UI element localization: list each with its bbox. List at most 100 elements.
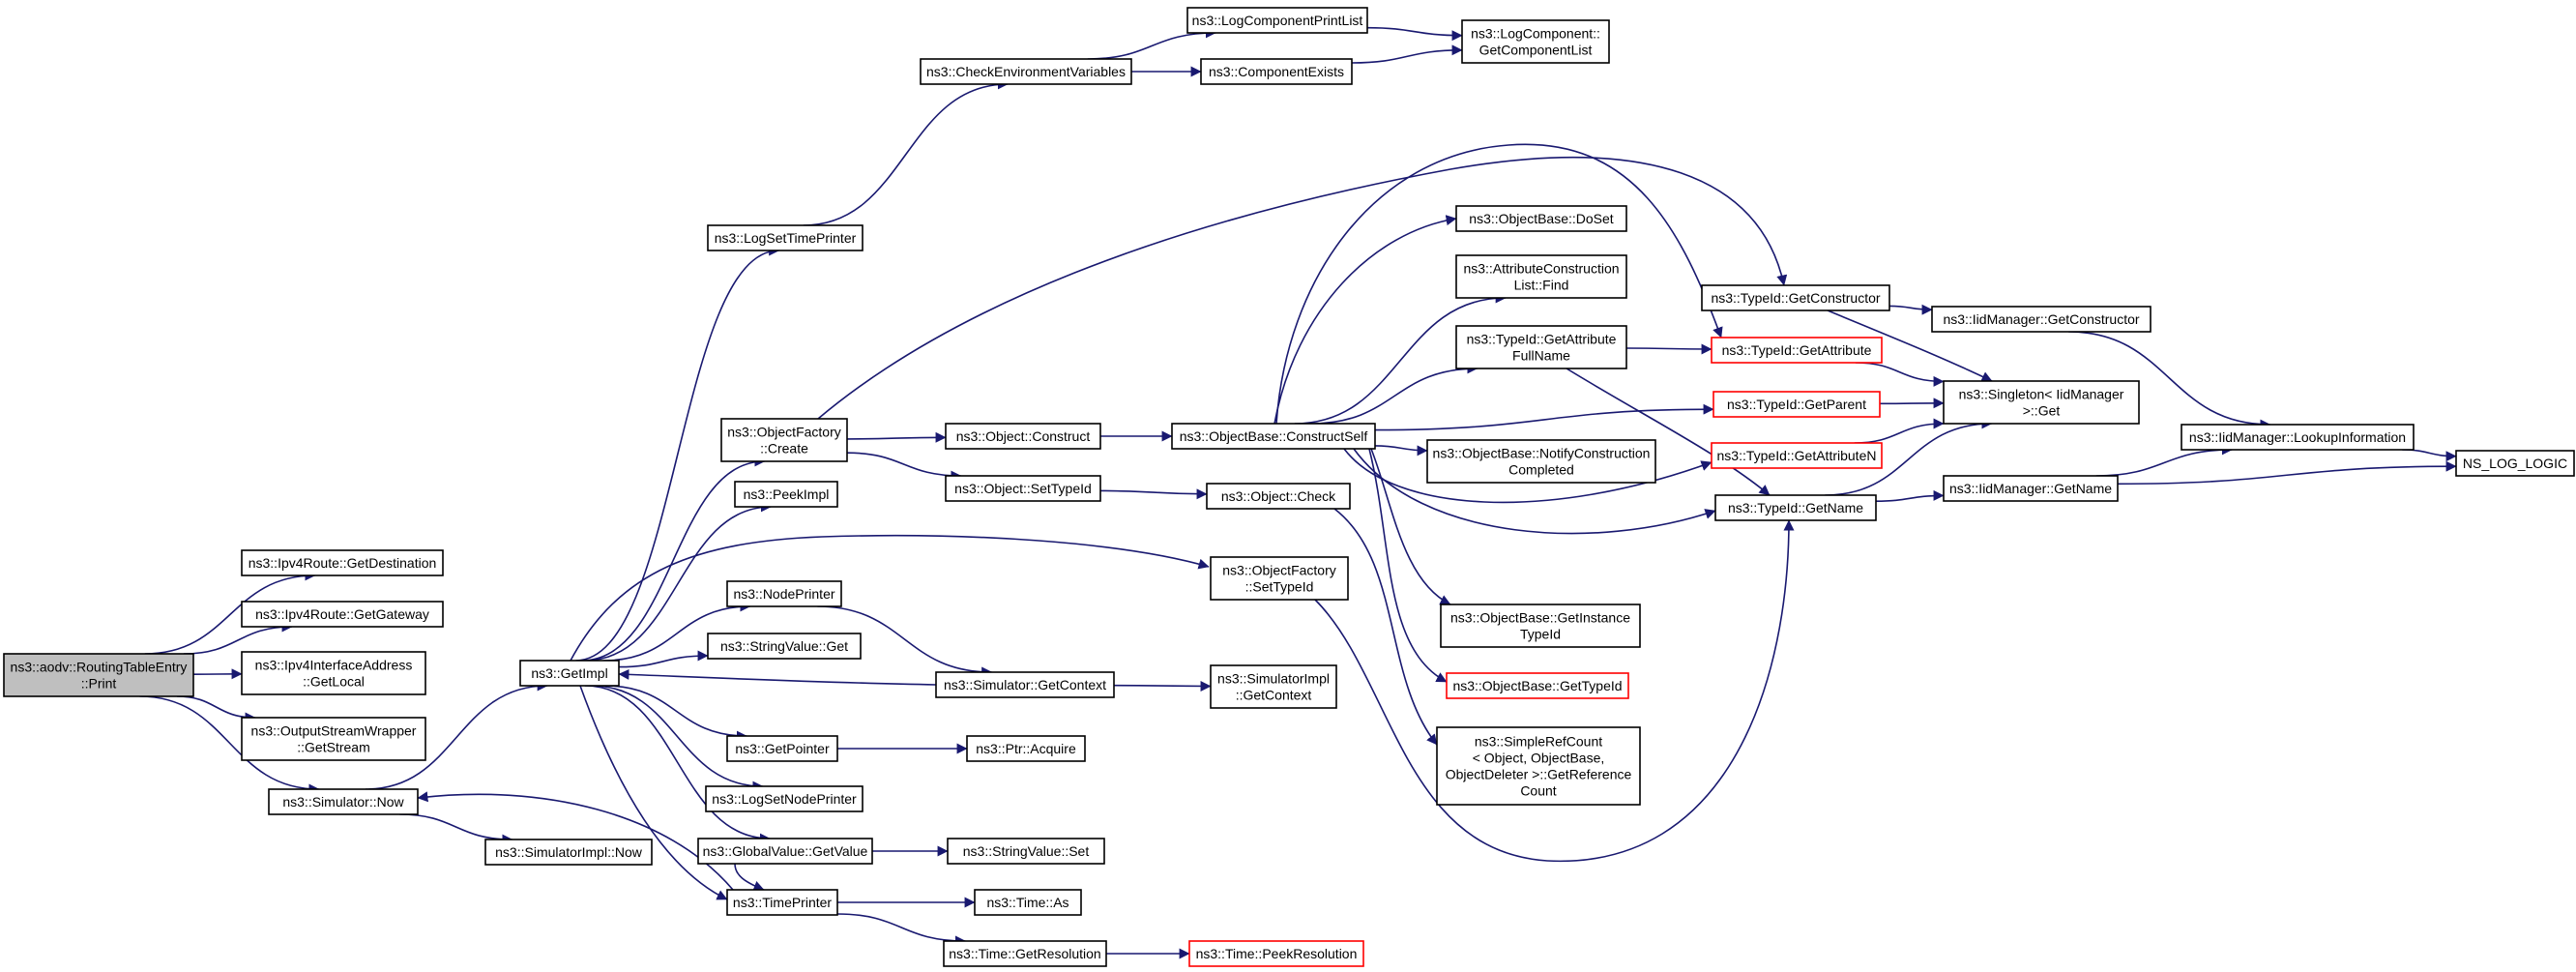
node-getLocal[interactable]: ns3::Ipv4InterfaceAddress::GetLocal xyxy=(241,651,426,695)
edge-root-to-getDestination xyxy=(144,570,316,655)
edge-getImpl-to-nodePrinter xyxy=(603,601,751,662)
node-checkEnv[interactable]: ns3::CheckEnvironmentVariables xyxy=(920,58,1132,85)
node-stringValueSet[interactable]: ns3::StringValue::Set xyxy=(947,838,1105,865)
node-typeIdGetName[interactable]: ns3::TypeId::GetName xyxy=(1714,494,1877,521)
node-typeIdGetConstructor[interactable]: ns3::TypeId::GetConstructor xyxy=(1701,284,1890,311)
node-box xyxy=(1931,306,2152,333)
node-objectSetTypeId[interactable]: ns3::Object::SetTypeId xyxy=(945,475,1101,502)
edge-typeIdGetAttrFullName-to-typeIdGetAttribute xyxy=(1625,343,1712,355)
node-label: ns3::SimulatorImpl::Now xyxy=(495,844,643,860)
node-box xyxy=(241,549,444,576)
node-label: Completed xyxy=(1508,462,1574,478)
node-label: ns3::TypeId::GetName xyxy=(1728,500,1863,515)
edge-globalValueGetValue-to-timePrinter xyxy=(734,863,765,892)
node-label: ::Print xyxy=(81,676,117,692)
node-objBaseDoSet[interactable]: ns3::ObjectBase::DoSet xyxy=(1455,205,1627,232)
node-box xyxy=(966,735,1086,762)
node-label: ns3::TypeId::GetAttribute xyxy=(1722,342,1872,358)
node-label: GetComponentList xyxy=(1479,43,1593,58)
node-objFactorySetTypeId[interactable]: ns3::ObjectFactory::SetTypeId xyxy=(1210,556,1349,601)
node-typeIdGetParent[interactable]: ns3::TypeId::GetParent xyxy=(1712,391,1881,418)
edge-getImpl-to-globalValueGetValue xyxy=(584,685,771,844)
node-box xyxy=(720,418,848,462)
node-timeGetResolution[interactable]: ns3::Time::GetResolution xyxy=(943,940,1107,967)
node-timePrinter[interactable]: ns3::TimePrinter xyxy=(726,889,838,916)
node-box xyxy=(484,839,653,866)
node-timePeekResolution[interactable]: ns3::Time::PeekResolution xyxy=(1188,940,1364,967)
node-label: ns3::StringValue::Set xyxy=(963,843,1090,859)
node-objBaseConstructSelf[interactable]: ns3::ObjectBase::ConstructSelf xyxy=(1171,423,1376,450)
node-box xyxy=(1461,19,1610,64)
node-getPointer[interactable]: ns3::GetPointer xyxy=(726,735,838,762)
node-typeIdGetAttributeN[interactable]: ns3::TypeId::GetAttributeN xyxy=(1711,442,1883,469)
node-nodePrinter[interactable]: ns3::NodePrinter xyxy=(726,580,842,607)
node-box xyxy=(1210,664,1337,709)
edge-checkEnv-to-logCompPrintList xyxy=(1087,27,1216,60)
node-box xyxy=(1712,391,1881,418)
node-box xyxy=(1171,423,1376,450)
node-label: ns3::LogComponentPrintList xyxy=(1192,13,1363,28)
node-getGateway[interactable]: ns3::Ipv4Route::GetGateway xyxy=(241,601,444,628)
node-objectConstruct[interactable]: ns3::Object::Construct xyxy=(945,423,1101,450)
node-logCompPrintList[interactable]: ns3::LogComponentPrintList xyxy=(1186,7,1368,34)
node-logCompGetList[interactable]: ns3::LogComponent::GetComponentList xyxy=(1461,19,1610,64)
node-label: ns3::Object::Check xyxy=(1221,488,1336,504)
node-peekImpl[interactable]: ns3::PeekImpl xyxy=(734,481,838,508)
node-singletonGet[interactable]: ns3::Singleton< IidManager>::Get xyxy=(1943,380,2140,425)
node-box xyxy=(697,838,873,865)
node-objBaseNotifyConstr[interactable]: ns3::ObjectBase::NotifyConstructionCompl… xyxy=(1426,439,1656,484)
node-iidMgrLookupInfo[interactable]: ns3::IidManager::LookupInformation xyxy=(2181,424,2415,451)
node-stringValueGet[interactable]: ns3::StringValue::Get xyxy=(707,633,862,660)
node-box xyxy=(241,717,426,761)
node-globalValueGetValue[interactable]: ns3::GlobalValue::GetValue xyxy=(697,838,873,865)
node-getImpl[interactable]: ns3::GetImpl xyxy=(519,660,620,687)
node-typeIdGetAttribute[interactable]: ns3::TypeId::GetAttribute xyxy=(1711,337,1883,364)
edge-logCompPrintList-to-logCompGetList xyxy=(1366,26,1463,42)
node-timeAs[interactable]: ns3::Time::As xyxy=(974,889,1082,916)
node-label: ns3::CheckEnvironmentVariables xyxy=(926,64,1126,79)
node-box xyxy=(1446,672,1629,699)
edge-typeIdGetConstructor-to-iidMgrGetConstructor xyxy=(1888,304,1933,315)
node-simpleRefCount[interactable]: ns3::SimpleRefCount< Object, ObjectBase,… xyxy=(1436,726,1641,806)
edge-simNow-to-simImplNow xyxy=(399,813,513,845)
node-componentExists[interactable]: ns3::ComponentExists xyxy=(1200,58,1353,85)
node-box xyxy=(241,651,426,695)
node-logSetNodePrinter[interactable]: ns3::LogSetNodePrinter xyxy=(705,785,864,812)
node-ptrAcquire[interactable]: ns3::Ptr::Acquire xyxy=(966,735,1086,762)
node-root[interactable]: ns3::aodv::RoutingTableEntry::Print xyxy=(3,653,194,697)
node-box xyxy=(1711,442,1883,469)
edge-typeIdGetAttrFullName-to-typeIdGetName xyxy=(1566,368,1771,496)
node-simImplNow[interactable]: ns3::SimulatorImpl::Now xyxy=(484,839,653,866)
node-label: ns3::TypeId::GetConstructor xyxy=(1711,290,1880,306)
node-box xyxy=(1455,254,1627,299)
node-logSetTimePrinter[interactable]: ns3::LogSetTimePrinter xyxy=(707,224,864,251)
node-box xyxy=(241,601,444,628)
node-nsLogLogic[interactable]: NS_LOG_LOGIC xyxy=(2455,450,2575,477)
edge-logSetTimePrinter-to-checkEnv xyxy=(803,78,1009,226)
edge-typeIdGetConstructor-to-singletonGet xyxy=(1827,309,1993,382)
node-objBaseGetTypeId[interactable]: ns3::ObjectBase::GetTypeId xyxy=(1446,672,1629,699)
node-label: ns3::ObjectBase::NotifyConstruction xyxy=(1433,446,1651,461)
node-label: ns3::SimulatorImpl xyxy=(1217,671,1330,687)
node-box xyxy=(1714,494,1877,521)
node-label: ns3::LogSetNodePrinter xyxy=(712,791,857,807)
node-getStream[interactable]: ns3::OutputStreamWrapper::GetStream xyxy=(241,717,426,761)
node-simNow[interactable]: ns3::Simulator::Now xyxy=(268,788,419,815)
node-label: ns3::Ipv4InterfaceAddress xyxy=(255,658,413,673)
node-simImplGetContext[interactable]: ns3::SimulatorImpl::GetContext xyxy=(1210,664,1337,709)
node-label: ns3::IidManager::GetName xyxy=(1949,481,2112,496)
node-iidMgrGetName[interactable]: ns3::IidManager::GetName xyxy=(1943,475,2119,502)
edge-typeIdGetParent-to-singletonGet xyxy=(1879,398,1945,409)
node-iidMgrGetConstructor[interactable]: ns3::IidManager::GetConstructor xyxy=(1931,306,2152,333)
node-box xyxy=(947,838,1105,865)
node-objectCheck[interactable]: ns3::Object::Check xyxy=(1206,483,1351,510)
node-objFactoryCreate[interactable]: ns3::ObjectFactory::Create xyxy=(720,418,848,462)
edge-objBaseConstructSelf-to-typeIdGetAttribute xyxy=(1275,143,1723,425)
node-getDestination[interactable]: ns3::Ipv4Route::GetDestination xyxy=(241,549,444,576)
node-label: ns3::ObjectBase::GetInstance xyxy=(1450,610,1630,626)
node-simGetContext[interactable]: ns3::Simulator::GetContext xyxy=(935,671,1115,698)
node-box xyxy=(726,580,842,607)
